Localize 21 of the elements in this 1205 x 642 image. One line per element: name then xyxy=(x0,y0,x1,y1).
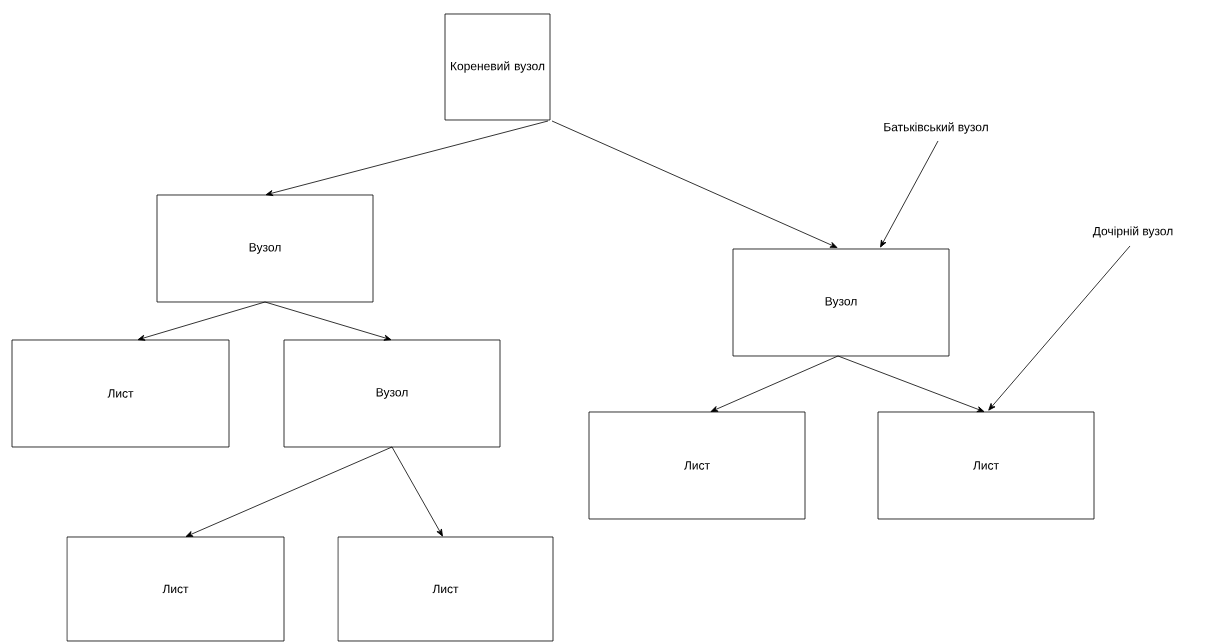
node-box: Лист xyxy=(588,411,806,520)
arrow xyxy=(264,301,392,341)
node-box: Лист xyxy=(11,339,230,448)
node-box: Лист xyxy=(877,411,1095,520)
arrow xyxy=(551,120,838,248)
node-box: Вузол xyxy=(732,248,950,357)
arrow xyxy=(837,355,985,413)
arrow xyxy=(137,301,266,341)
leader-line xyxy=(988,245,1131,411)
node-box: Вузол xyxy=(283,339,501,448)
node-box: Лист xyxy=(66,536,285,642)
node-box: Кореневий вузол xyxy=(444,13,551,121)
node-box: Вузол xyxy=(156,194,374,303)
arrow xyxy=(265,120,549,196)
arrow xyxy=(710,355,839,412)
callout-text: Дочірній вузол xyxy=(1092,226,1173,238)
node-box: Лист xyxy=(337,536,554,642)
arrow xyxy=(185,446,393,537)
leader-line xyxy=(880,140,939,248)
callout-text: Батьківський вузол xyxy=(884,122,988,134)
arrow xyxy=(391,446,443,537)
